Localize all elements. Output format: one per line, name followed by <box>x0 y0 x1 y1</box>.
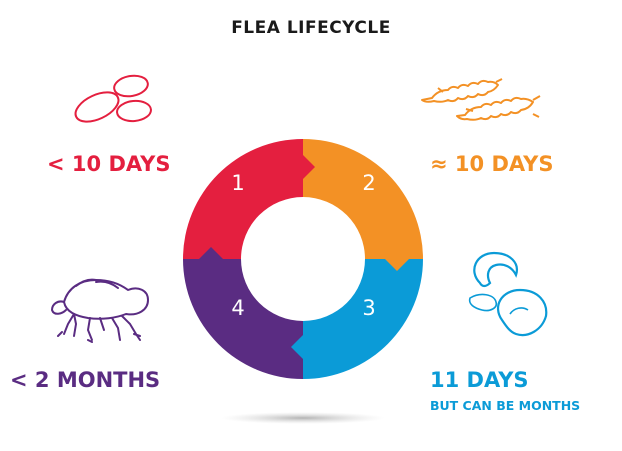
flea-eggs-icon <box>74 74 152 123</box>
stage-1-duration: < 10 DAYS <box>47 152 171 176</box>
adult-flea-icon <box>51 278 149 343</box>
flea-larvae-icon <box>421 78 541 121</box>
ring-segment-4 <box>183 259 303 379</box>
ring-segment-2 <box>303 139 423 259</box>
page-title: FLEA LIFECYCLE <box>231 18 391 38</box>
arrow-notch-1-to-2 <box>303 155 315 179</box>
arrow-notch-2-to-3 <box>385 259 409 271</box>
stage-2-duration: ≈ 10 DAYS <box>430 152 554 176</box>
arrow-notch-3-to-4 <box>291 335 303 359</box>
stage-3-note: BUT CAN BE MONTHS <box>430 398 581 413</box>
stage-3-duration: 11 DAYS <box>430 368 529 392</box>
segment-number-1: 1 <box>231 171 244 195</box>
segment-number-2: 2 <box>362 171 375 195</box>
ring-segment-3 <box>303 259 423 379</box>
stage-4-duration: < 2 MONTHS <box>10 368 161 392</box>
flea-pupae-icon <box>468 251 548 337</box>
arrow-notch-4-to-1 <box>199 247 223 259</box>
segment-number-3: 3 <box>362 296 375 320</box>
segment-number-4: 4 <box>231 296 244 320</box>
ring-shadow <box>221 412 385 424</box>
ring-segment-1 <box>183 139 303 259</box>
